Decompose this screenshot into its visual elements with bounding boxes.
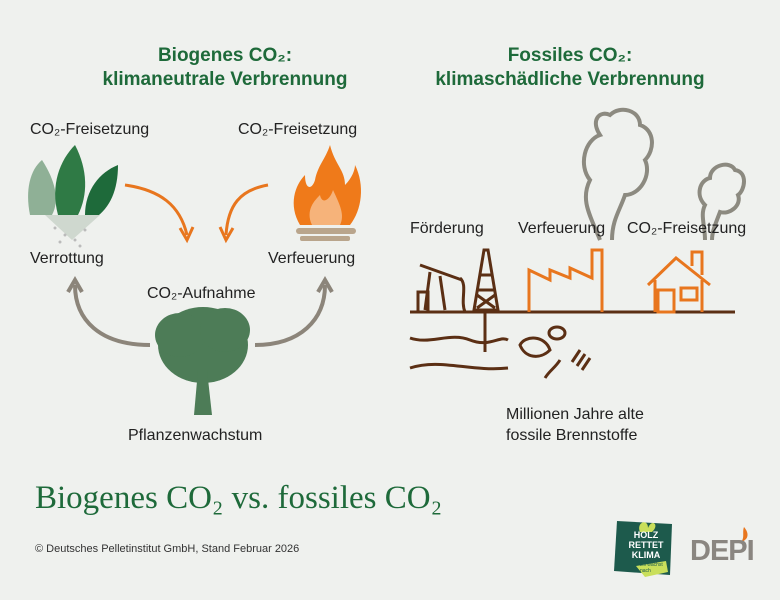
label-combustion-fossil: Verfeuerung <box>518 220 606 237</box>
fossil-caption: Millionen Jahre alte fossile Brennstoffe <box>506 404 644 446</box>
fossil-title-line1: Fossiles CO₂: <box>507 45 633 66</box>
factory-icon <box>527 248 604 312</box>
oil-pump-icon <box>416 263 467 313</box>
leaves-icon <box>28 145 118 248</box>
copyright: © Deutsches Pelletinstitut GmbH, Stand F… <box>35 543 300 555</box>
fossil-title-line2: klimaschädliche Verbrennung <box>435 69 705 90</box>
depi-logo: DEPI <box>690 535 755 567</box>
tree-icon <box>155 307 250 415</box>
fossil-caption-line1: Millionen Jahre alte <box>506 406 644 423</box>
fossils-icon <box>518 325 592 379</box>
holz-logo-text: HOLZ RETTET KLIMA <box>622 530 670 560</box>
flame-icon <box>293 145 362 241</box>
label-combustion-biogenic: Verfeuerung <box>268 250 356 267</box>
holz-line2: RETTET <box>628 540 664 550</box>
label-release-left: CO₂-Freisetzung <box>30 121 150 138</box>
fossil-title: Fossiles CO₂: klimaschädliche Verbrennun… <box>420 44 720 92</box>
main-title: Biogenes CO₂ vs. fossiles CO₂ <box>35 480 443 516</box>
holz-line1: HOLZ <box>633 530 659 540</box>
holz-rettet-klima-logo <box>614 521 672 577</box>
holz-line3: KLIMA <box>631 550 661 560</box>
arrow-to-uptake-left <box>124 183 269 244</box>
label-growth: Pflanzenwachstum <box>128 427 263 444</box>
label-release-right: CO₂-Freisetzung <box>238 121 358 138</box>
house-icon <box>646 250 711 314</box>
label-uptake: CO₂-Aufnahme <box>147 285 256 302</box>
depi-flame-icon <box>741 527 748 542</box>
fossil-caption-line2: fossile Brennstoffe <box>506 427 638 444</box>
oil-derrick-icon <box>472 248 500 312</box>
holz-tagline: Es wächst nach <box>640 562 663 574</box>
biogenic-title-line2: klimaneutrale Verbrennung <box>102 69 348 90</box>
arrow-growth <box>66 276 334 347</box>
label-release-fossil: CO₂-Freisetzung <box>627 220 747 237</box>
smoke-icon <box>581 107 746 241</box>
label-extraction: Förderung <box>410 220 484 237</box>
biogenic-title-line1: Biogenes CO₂: <box>157 45 293 66</box>
label-rotting: Verrottung <box>30 250 104 267</box>
biogenic-title: Biogenes CO₂: klimaneutrale Verbrennung <box>100 44 350 92</box>
